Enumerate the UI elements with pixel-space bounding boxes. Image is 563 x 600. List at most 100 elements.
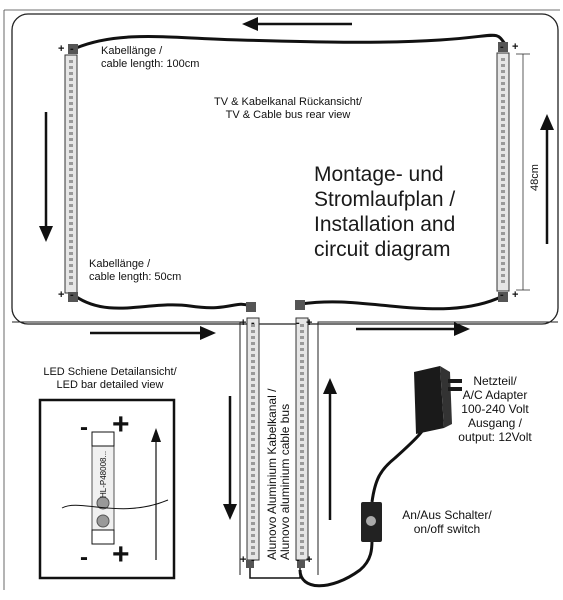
right-up-arrow bbox=[540, 114, 554, 244]
led-dot bbox=[501, 238, 505, 241]
led-dot bbox=[300, 324, 304, 327]
led-dot bbox=[501, 274, 505, 277]
polarity-minus: - bbox=[296, 317, 300, 329]
led-dot bbox=[501, 58, 505, 61]
cable-length-100-label: Kabellänge /cable length: 100cm bbox=[101, 45, 200, 70]
bus-up-arrow bbox=[323, 378, 337, 520]
led-dot bbox=[69, 222, 73, 225]
led-dot bbox=[501, 178, 505, 181]
led-dot bbox=[501, 100, 505, 103]
led-dot bbox=[501, 82, 505, 85]
led-dot bbox=[251, 516, 255, 519]
led-dot bbox=[251, 426, 255, 429]
detail-minus-top: - bbox=[80, 414, 88, 441]
led-dot bbox=[69, 120, 73, 123]
bottom-left-connector bbox=[68, 292, 78, 302]
led-dot bbox=[501, 106, 505, 109]
led-dot bbox=[501, 232, 505, 235]
led-dot bbox=[300, 426, 304, 429]
cable-length-50-label: Kabellänge /cable length: 50cm bbox=[89, 258, 182, 283]
bus-bottom-loop bbox=[249, 566, 301, 579]
led-dot bbox=[501, 262, 505, 265]
led-dot bbox=[69, 90, 73, 93]
detail-view-label: LED Schiene Detailansicht/LED bar detail… bbox=[43, 366, 177, 391]
led-dot bbox=[251, 474, 255, 477]
led-dot bbox=[69, 228, 73, 231]
led-dot bbox=[501, 88, 505, 91]
led-dot bbox=[251, 546, 255, 549]
led-dot bbox=[69, 246, 73, 249]
led-dot bbox=[69, 252, 73, 255]
led-dot bbox=[501, 250, 505, 253]
led-dot bbox=[300, 534, 304, 537]
led-dot bbox=[69, 216, 73, 219]
detail-minus-bottom: - bbox=[80, 544, 88, 571]
led-dot bbox=[300, 510, 304, 513]
led-dot bbox=[300, 438, 304, 441]
led-dot bbox=[501, 244, 505, 247]
led-dot bbox=[69, 162, 73, 165]
detail-plus-top: + bbox=[112, 408, 130, 441]
led-dot bbox=[251, 528, 255, 531]
led-dot bbox=[69, 138, 73, 141]
led-dot bbox=[300, 522, 304, 525]
led-dot bbox=[251, 438, 255, 441]
led-dot bbox=[501, 280, 505, 283]
left-down-arrow bbox=[39, 112, 53, 242]
led-dot bbox=[300, 516, 304, 519]
led-dot bbox=[69, 192, 73, 195]
led-dot bbox=[251, 552, 255, 555]
led-dot bbox=[300, 402, 304, 405]
led-dot bbox=[300, 492, 304, 495]
led-dot bbox=[69, 108, 73, 111]
led-dot bbox=[300, 540, 304, 543]
bus-bottom-left-connector bbox=[246, 560, 254, 568]
bus-bottom-right-connector bbox=[297, 560, 305, 568]
led-dot bbox=[501, 70, 505, 73]
led-dot bbox=[300, 396, 304, 399]
led-dot bbox=[69, 180, 73, 183]
led-dot bbox=[251, 360, 255, 363]
led-dot bbox=[251, 414, 255, 417]
bottom-left-cable bbox=[74, 294, 251, 310]
led-dot bbox=[69, 96, 73, 99]
bus-top-left-connector bbox=[246, 302, 256, 312]
led-dot bbox=[300, 450, 304, 453]
dimension-48cm bbox=[516, 53, 530, 291]
top-left-connector bbox=[68, 44, 78, 54]
led-dot bbox=[251, 390, 255, 393]
led-dot bbox=[69, 114, 73, 117]
led-dot bbox=[501, 130, 505, 133]
left-led-strip bbox=[64, 54, 78, 294]
led-dot bbox=[251, 372, 255, 375]
polarity-plus: + bbox=[512, 289, 519, 301]
led-dot bbox=[300, 360, 304, 363]
polarity-minus: - bbox=[251, 317, 255, 329]
led-dot bbox=[251, 336, 255, 339]
diagram-title: Montage- und Stromlaufplan / Installatio… bbox=[314, 163, 456, 261]
led-dot bbox=[501, 184, 505, 187]
led-dot bbox=[251, 444, 255, 447]
polarity-plus: + bbox=[306, 554, 313, 566]
polarity-minus: - bbox=[251, 554, 255, 566]
led-dot bbox=[501, 124, 505, 127]
led-dot bbox=[251, 348, 255, 351]
led-dot bbox=[501, 118, 505, 121]
led-dot bbox=[69, 102, 73, 105]
outer-frame bbox=[3, 9, 560, 590]
polarity-plus: + bbox=[58, 289, 65, 301]
led-dot bbox=[251, 432, 255, 435]
led-dot bbox=[300, 420, 304, 423]
led-dot bbox=[300, 546, 304, 549]
led-dot bbox=[300, 528, 304, 531]
led-dot bbox=[501, 256, 505, 259]
led-dot bbox=[300, 456, 304, 459]
led-dot bbox=[300, 552, 304, 555]
detail-plus-bottom: + bbox=[112, 538, 130, 571]
ac-adapter bbox=[414, 366, 462, 434]
led-dot bbox=[251, 522, 255, 525]
led-dot bbox=[251, 354, 255, 357]
polarity-minus: - bbox=[296, 554, 300, 566]
